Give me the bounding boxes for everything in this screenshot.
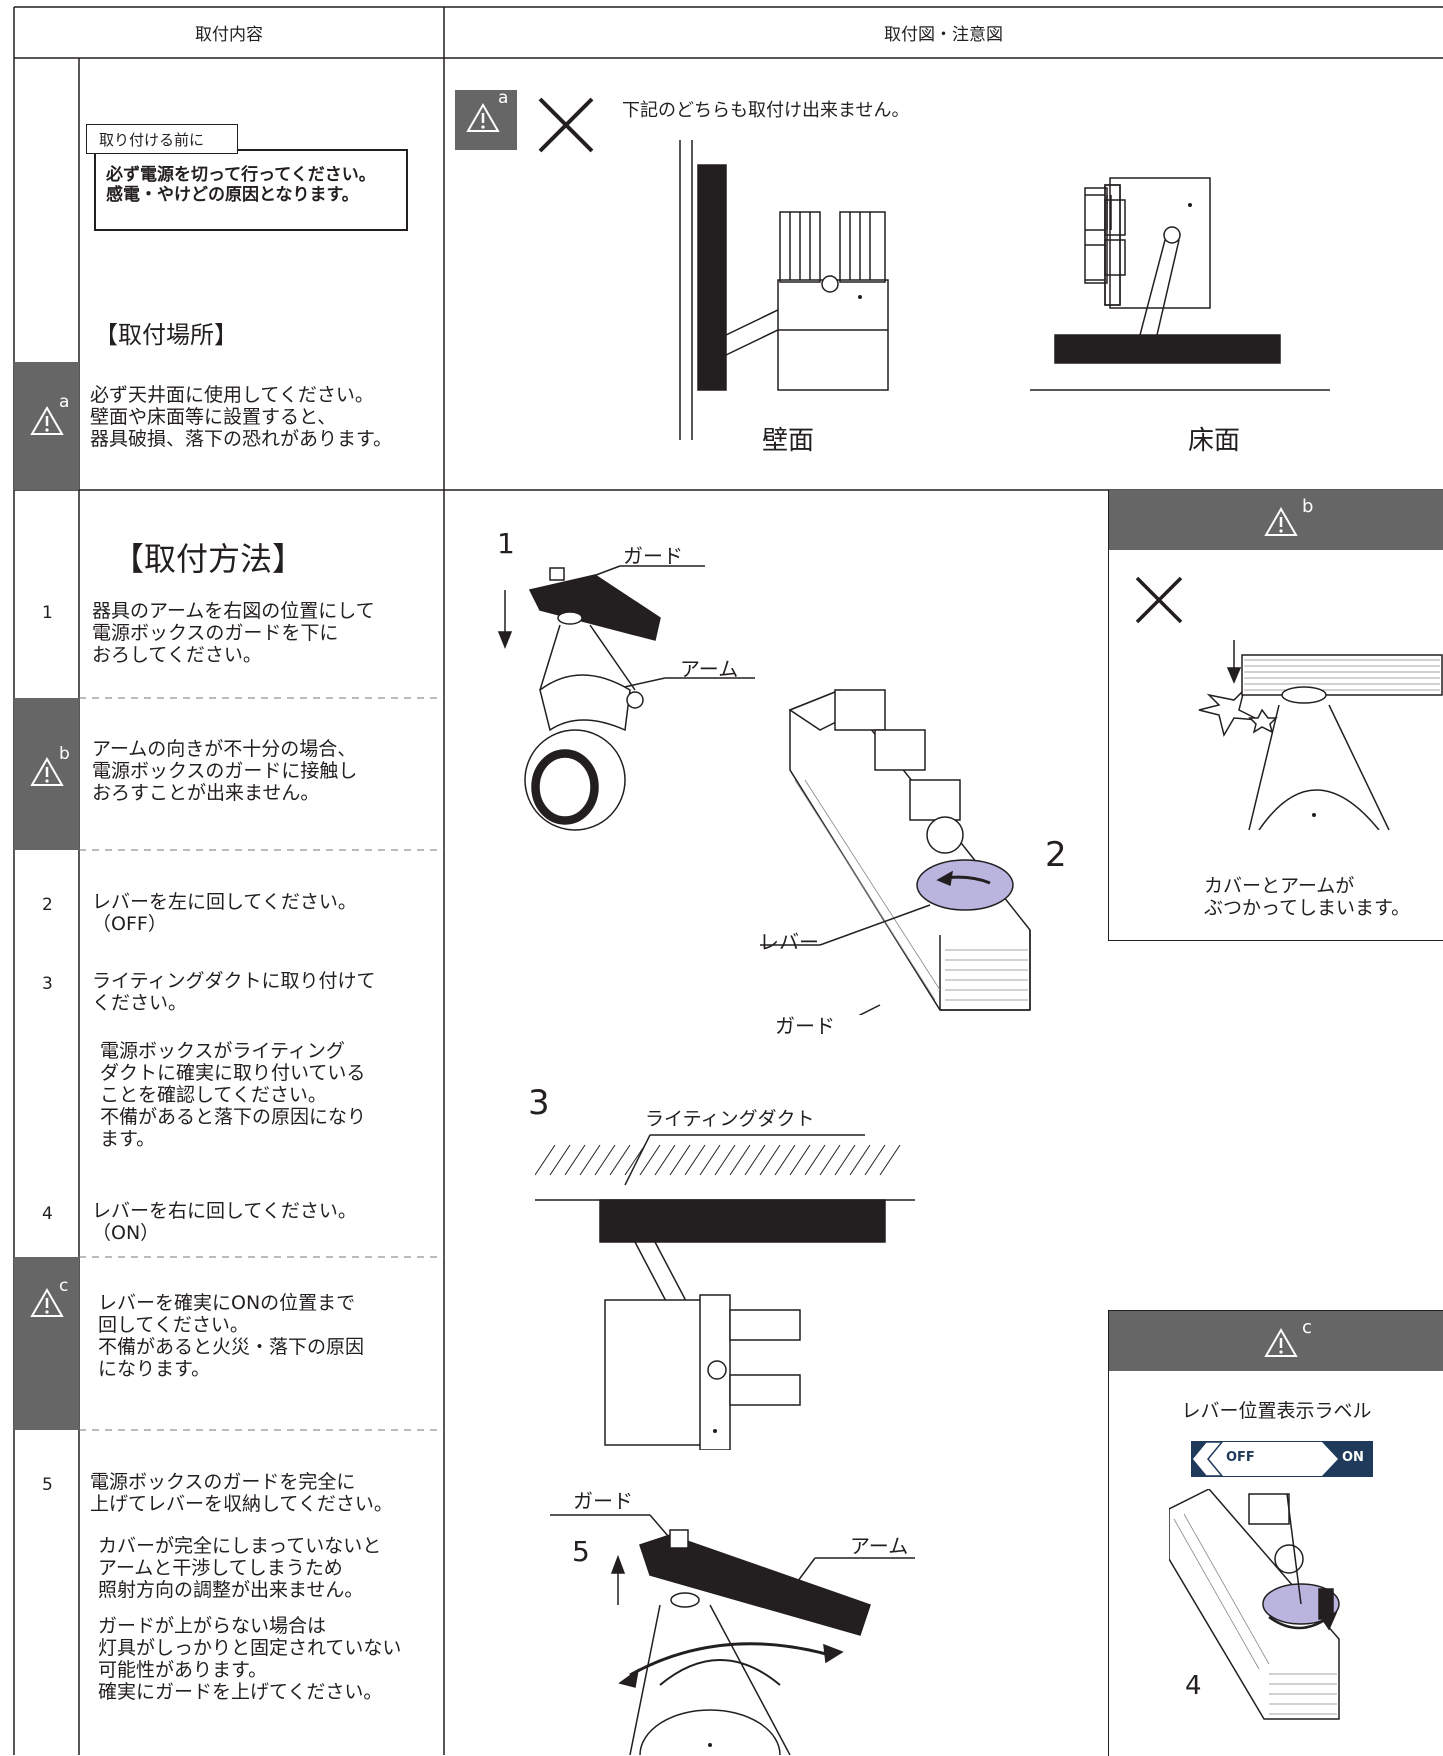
arm-label: アーム xyxy=(680,657,739,681)
warning-c-panel-header: c xyxy=(1109,1311,1443,1371)
warning-c-panel: c レバー位置表示ラベル OFF ON 4 xyxy=(1108,1310,1443,1756)
warning-b-panel: b カバーとアームが ぶつかってしまいます。 xyxy=(1108,490,1443,941)
figure-4-number: 4 xyxy=(1185,1671,1202,1701)
step-number: 2 xyxy=(42,895,53,915)
collision-illustration xyxy=(1198,640,1443,830)
prohibited-x-icon xyxy=(1135,576,1183,624)
warning-b-panel-header: b xyxy=(1109,490,1443,550)
warning-icon xyxy=(30,1288,64,1318)
warning-a-badge-mark: a xyxy=(498,88,509,108)
step-4-text: レバーを右に回してください。 （ON） xyxy=(92,1200,357,1244)
warning-c-mark: c xyxy=(59,1276,69,1296)
lever-position-label-title: レバー位置表示ラベル xyxy=(1181,1400,1372,1422)
warning-c-cell xyxy=(14,1257,79,1430)
warning-icon xyxy=(30,406,64,436)
step-5-note-1: カバーが完全にしまっていないと アームと干渉してしまうため 照射方向の調整が出来… xyxy=(98,1535,382,1601)
warning-a-mark: a xyxy=(59,392,70,412)
warning-b-mark: b xyxy=(59,744,70,764)
floor-label: 床面 xyxy=(1188,426,1241,456)
figure-3-number: 3 xyxy=(528,1083,550,1123)
pre-install-label-box: 取り付ける前に xyxy=(86,124,238,154)
guard-label: ガード xyxy=(573,1489,633,1513)
lever-on-illustration xyxy=(1169,1489,1340,1720)
off-on-label: OFF ON xyxy=(1191,1441,1373,1477)
duct-label: ライティングダクト xyxy=(645,1108,815,1130)
floor-mount-illustration xyxy=(1030,177,1330,391)
warning-icon xyxy=(1264,507,1298,537)
figure-note: 下記のどちらも取付け出来ません。 xyxy=(622,100,910,121)
location-warning-text: 必ず天井面に使用してください。 壁面や床面等に設置すると、 器具破損、落下の恐れ… xyxy=(90,384,393,450)
figure-2-illustration xyxy=(760,689,1031,1015)
warning-a-badge xyxy=(455,90,517,150)
step-1-text: 器具のアームを右図の位置にして 電源ボックスのガードを下に おろしてください。 xyxy=(92,600,375,666)
step-number: 3 xyxy=(42,974,53,994)
warning-icon xyxy=(466,103,500,133)
wall-label: 壁面 xyxy=(762,426,815,456)
step-number: 5 xyxy=(42,1475,53,1495)
warning-b-text: アームの向きが不十分の場合、 電源ボックスのガードに接触し おろすことが出来ませ… xyxy=(92,738,358,804)
figure-5-number: 5 xyxy=(572,1535,590,1568)
guard-label: ガード xyxy=(623,544,683,568)
step-3-note: 電源ボックスがライティング ダクトに確実に取り付いている ことを確認してください… xyxy=(100,1040,367,1150)
guard-label: ガード xyxy=(775,1014,835,1038)
warning-c-text: レバーを確実にONの位置まで 回してください。 不備があると火災・落下の原因 に… xyxy=(98,1292,365,1380)
on-text: ON xyxy=(1342,1450,1364,1465)
step-number: 1 xyxy=(42,603,53,623)
prohibited-x-icon xyxy=(538,97,594,153)
header-install-content: 取付内容 xyxy=(195,25,263,45)
wall-mount-illustration xyxy=(679,140,889,440)
lever-label: レバー xyxy=(759,930,819,954)
pre-install-box: 必ず電源を切って行ってください。 感電・やけどの原因となります。 xyxy=(94,149,408,231)
step-3-text: ライティングダクトに取り付けて ください。 xyxy=(92,970,376,1014)
figure-2-number: 2 xyxy=(1045,835,1067,875)
figure-3-illustration xyxy=(535,1134,915,1450)
figure-1-number: 1 xyxy=(497,527,515,560)
off-text: OFF xyxy=(1226,1450,1255,1465)
figure-1-illustration xyxy=(497,565,755,831)
pre-install-label: 取り付ける前に xyxy=(99,131,205,149)
header-install-figure: 取付図・注意図 xyxy=(884,25,1003,45)
warning-icon xyxy=(1264,1328,1298,1358)
figure-5-illustration xyxy=(550,1514,915,1755)
arm-label: アーム xyxy=(850,1534,909,1558)
method-heading: 【取付方法】 xyxy=(112,540,305,578)
warning-c-panel-mark: c xyxy=(1302,1317,1312,1338)
step-number: 4 xyxy=(42,1204,53,1224)
panel-b-caption: カバーとアームが ぶつかってしまいます。 xyxy=(1204,875,1411,919)
step-5-text: 電源ボックスのガードを完全に 上げてレバーを収納してください。 xyxy=(90,1471,393,1515)
location-heading: 【取付場所】 xyxy=(94,321,238,349)
warning-icon xyxy=(30,757,64,787)
step-2-text: レバーを左に回してください。 （OFF） xyxy=(92,891,357,935)
step-5-note-2: ガードが上がらない場合は 灯具がしっかりと固定されていない 可能性があります。 … xyxy=(98,1615,402,1703)
warning-b-panel-mark: b xyxy=(1302,496,1314,517)
pre-install-text: 必ず電源を切って行ってください。 感電・やけどの原因となります。 xyxy=(106,165,376,205)
